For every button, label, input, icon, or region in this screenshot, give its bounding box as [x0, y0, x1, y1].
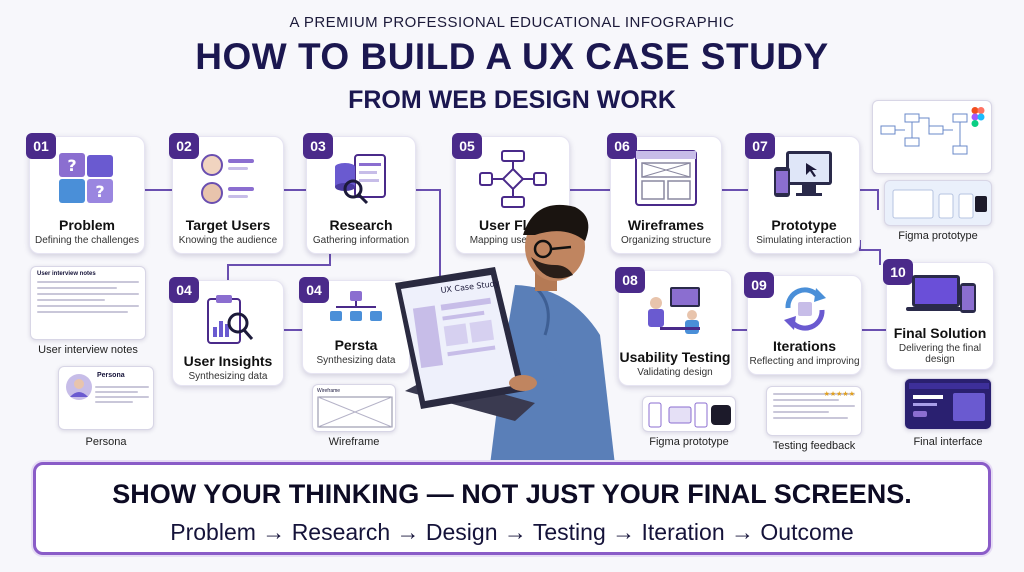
- interview-notes-caption: User interview notes: [38, 344, 138, 356]
- star-rating-icon: ★★★★★: [823, 391, 855, 398]
- step-label: Iterations: [772, 338, 836, 354]
- step-card-final-solution[interactable]: 10 Final Solution Delivering the final d…: [883, 259, 994, 370]
- wireframe-thumbnail: Wireframe: [312, 384, 396, 432]
- final-interface-icon: [909, 383, 989, 421]
- figma-icon: [971, 107, 985, 127]
- step-description: Reflecting and improving: [749, 356, 860, 367]
- interview-notes-thumbnail: User interview notes: [30, 266, 146, 340]
- svg-text:?: ?: [95, 182, 104, 201]
- step-label: Usability Testing: [619, 349, 731, 365]
- kicker-text: A PREMIUM PROFESSIONAL EDUCATIONAL INFOG…: [289, 14, 735, 31]
- svg-text:?: ?: [67, 156, 76, 175]
- iteration-icon: [783, 287, 826, 331]
- final-interface-caption: Final interface: [913, 436, 983, 448]
- step-card-target-users[interactable]: 02 Target Users Knowing the audience: [169, 133, 284, 254]
- wireframe-sketch-icon: [317, 396, 393, 428]
- step-card-iterations[interactable]: 09 Iterations Reflecting and improving: [744, 272, 862, 375]
- step-description: Organizing structure: [620, 235, 712, 246]
- step-number-badge: 01: [26, 133, 56, 159]
- step-label: Prototype: [771, 217, 837, 233]
- step-label: Problem: [58, 217, 115, 233]
- clipboard-search-icon: [207, 295, 254, 344]
- step-description: Gathering information: [312, 235, 410, 246]
- banner-headline: SHOW YOUR THINKING — NOT JUST YOUR FINAL…: [112, 479, 912, 509]
- step-card-prototype[interactable]: 07 Prototype Simulating interaction: [745, 133, 860, 254]
- step-card-user-insights[interactable]: 04 User Insights Synthesizing data: [169, 277, 284, 386]
- testing-feedback-caption: Testing feedback: [772, 440, 856, 452]
- step-number-badge: 10: [883, 259, 913, 285]
- step-description: Synthesizing data: [188, 371, 268, 382]
- step-label: Wireframes: [627, 217, 705, 233]
- step-card-usability-testing[interactable]: 08 Usability Testing Validating design: [615, 267, 732, 386]
- step-number-badge: 04: [169, 277, 199, 303]
- step-description: Simulating interaction: [756, 235, 852, 246]
- wireframe-icon: [635, 150, 697, 206]
- final-interface-thumbnail: [904, 378, 992, 430]
- page-subtitle: FROM WEB DESIGN WORK: [348, 86, 676, 114]
- step-description: Delivering the final design: [898, 343, 982, 365]
- persona-title: Persona: [97, 372, 125, 379]
- step-number-badge: 05: [452, 133, 482, 159]
- notes-title: User interview notes: [37, 271, 96, 277]
- flowchart-icon: [478, 150, 547, 208]
- final-devices-icon: [906, 275, 976, 313]
- step-label: User Insights: [183, 353, 273, 369]
- banner-process-flow: Problem → Research → Design → Testing → …: [170, 519, 854, 545]
- wireframe-caption: Wireframe: [328, 436, 380, 448]
- puzzle-icon: ? ?: [59, 153, 113, 203]
- testing-icon: [648, 287, 700, 334]
- step-label: Research: [329, 217, 393, 233]
- figma-prototype-top-caption: Figma prototype: [898, 230, 978, 242]
- figma-prototype-bottom-caption: Figma prototype: [649, 436, 729, 448]
- step-label: Final Solution: [893, 325, 987, 341]
- prototype-screens-icon: [892, 189, 987, 219]
- designer-illustration: UX Case Study: [395, 204, 615, 465]
- step-number-badge: 07: [745, 133, 775, 159]
- research-icon: [335, 154, 386, 205]
- wireframe-title: Wireframe: [317, 388, 341, 394]
- step-number-badge: 08: [615, 267, 645, 293]
- persona-diagram-icon: [330, 291, 382, 321]
- step-number-badge: 04: [299, 277, 329, 303]
- step-description: Defining the challenges: [35, 235, 139, 246]
- step-description: Knowing the audience: [178, 235, 278, 246]
- step-card-wireframes[interactable]: 06 Wireframes Organizing structure: [607, 133, 722, 254]
- step-card-research[interactable]: 03 Research Gathering information: [303, 133, 416, 254]
- step-number-badge: 06: [607, 133, 637, 159]
- key-message-banner: SHOW YOUR THINKING — NOT JUST YOUR FINAL…: [33, 462, 991, 555]
- step-number-badge: 02: [169, 133, 199, 159]
- figma-screens-icon: [648, 402, 731, 428]
- page-title: HOW TO BUILD A UX CASE STUDY: [195, 36, 829, 77]
- step-card-problem[interactable]: 01 ? ? Problem Defining the challenges: [26, 133, 145, 254]
- step-description: Synthesizing data: [316, 355, 396, 366]
- persona-caption: Persona: [85, 436, 127, 448]
- testing-feedback-thumbnail: ★★★★★: [766, 386, 862, 436]
- figma-prototype-thumbnail: [884, 180, 992, 226]
- persona-thumbnail: Persona: [58, 366, 154, 430]
- devices-icon: [774, 151, 832, 197]
- step-number-badge: 03: [303, 133, 333, 159]
- figma-flow-thumbnail: [872, 100, 992, 174]
- avatar: [66, 374, 92, 400]
- step-description: Validating design: [637, 367, 713, 378]
- flow-diagram-icon: [880, 113, 968, 155]
- step-description: Mapping user journ: [469, 235, 556, 246]
- figma-prototype-bottom-thumbnail: [642, 396, 736, 432]
- step-label: Target Users: [185, 217, 271, 233]
- users-icon: [201, 154, 254, 204]
- step-card-persona[interactable]: 04 Persta Synthesizing data: [299, 277, 410, 374]
- step-number-badge: 09: [744, 272, 774, 298]
- step-label: Persta: [334, 337, 378, 353]
